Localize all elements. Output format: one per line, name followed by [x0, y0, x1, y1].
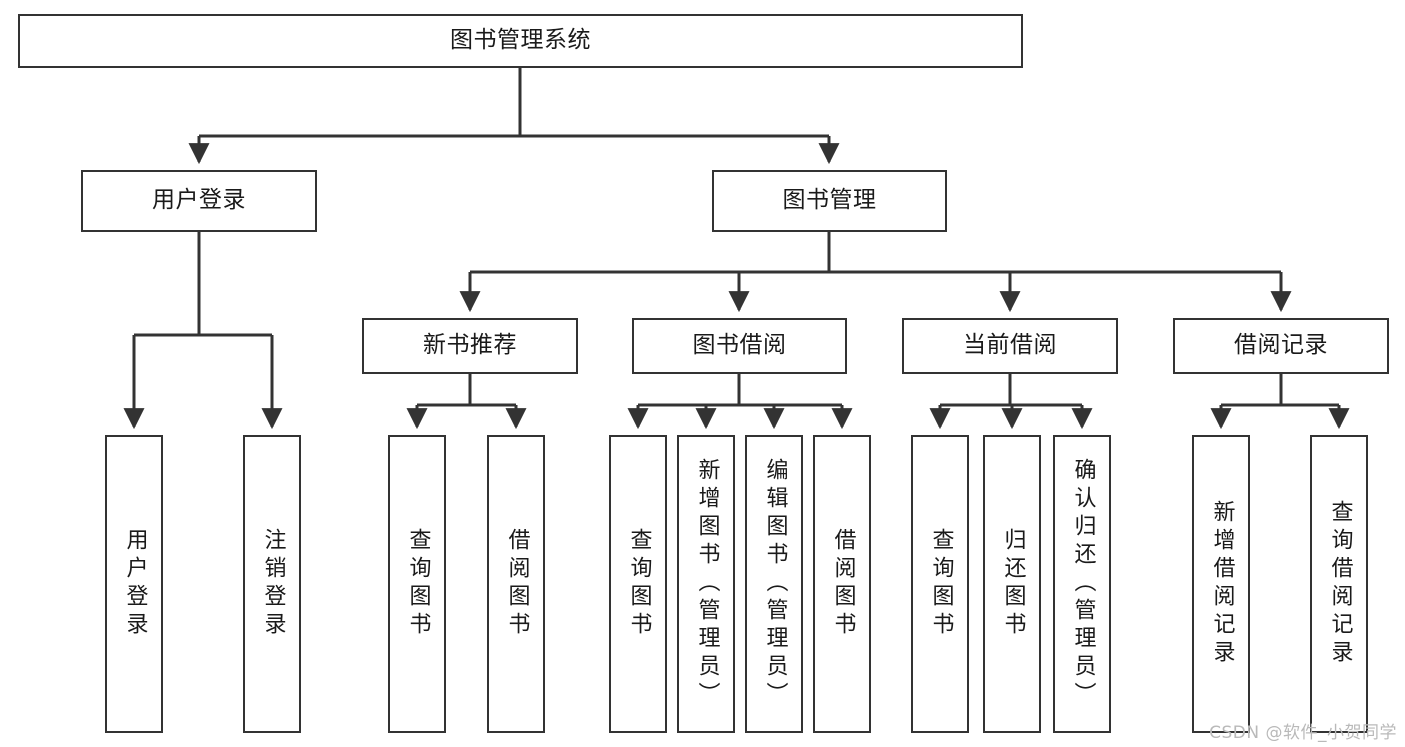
node-borrow-record[interactable]: 借阅记录	[1173, 318, 1389, 374]
node-root[interactable]: 图书管理系统	[18, 14, 1023, 68]
node-user-login-label: 用户登录	[152, 187, 246, 214]
node-current-borrow[interactable]: 当前借阅	[902, 318, 1118, 374]
node-leaf-edit-book[interactable]: 编辑图书（管理员）	[745, 435, 803, 733]
node-current-borrow-label: 当前借阅	[963, 332, 1057, 359]
node-leaf-query-record-label: 查询借阅记录	[1327, 500, 1353, 668]
edge-group-root	[188, 68, 840, 165]
node-leaf-borrow-book-2[interactable]: 借阅图书	[813, 435, 871, 733]
node-leaf-query-book-3-label: 查询图书	[928, 528, 954, 640]
node-leaf-query-book-1-label: 查询图书	[405, 528, 431, 640]
node-leaf-add-record-label: 新增借阅记录	[1209, 500, 1235, 668]
node-leaf-borrow-book-1[interactable]: 借阅图书	[487, 435, 545, 733]
node-book-borrow[interactable]: 图书借阅	[632, 318, 847, 374]
node-leaf-borrow-book-2-label: 借阅图书	[830, 528, 856, 640]
node-book-borrow-label: 图书借阅	[692, 332, 787, 359]
node-user-login[interactable]: 用户登录	[81, 170, 317, 232]
edge-group-borrow-record	[1210, 374, 1350, 430]
node-leaf-user-login-label: 用户登录	[122, 528, 148, 640]
edge-group-book-borrow	[627, 374, 853, 430]
node-leaf-query-book-3[interactable]: 查询图书	[911, 435, 969, 733]
node-leaf-query-book-1[interactable]: 查询图书	[388, 435, 446, 733]
node-leaf-logout[interactable]: 注销登录	[243, 435, 301, 733]
node-book-manage-label: 图书管理	[782, 187, 877, 214]
node-leaf-return-book[interactable]: 归还图书	[983, 435, 1041, 733]
node-leaf-confirm-return[interactable]: 确认归还（管理员）	[1053, 435, 1111, 733]
node-leaf-logout-label: 注销登录	[260, 528, 286, 640]
node-leaf-query-book-2[interactable]: 查询图书	[609, 435, 667, 733]
edge-group-new-book-recommend	[406, 374, 527, 430]
node-leaf-query-record[interactable]: 查询借阅记录	[1310, 435, 1368, 733]
node-new-book-recommend[interactable]: 新书推荐	[362, 318, 578, 374]
node-new-book-recommend-label: 新书推荐	[423, 332, 517, 359]
csdn-watermark: CSDN @软件_小贺同学	[1209, 723, 1397, 743]
node-leaf-borrow-book-1-label: 借阅图书	[504, 528, 530, 640]
node-book-manage[interactable]: 图书管理	[712, 170, 947, 232]
node-leaf-return-book-label: 归还图书	[1000, 528, 1026, 640]
node-borrow-record-label: 借阅记录	[1234, 332, 1328, 359]
node-leaf-confirm-return-label: 确认归还（管理员）	[1070, 458, 1096, 710]
node-leaf-add-book[interactable]: 新增图书（管理员）	[677, 435, 735, 733]
node-leaf-query-book-2-label: 查询图书	[626, 528, 652, 640]
node-leaf-add-book-label: 新增图书（管理员）	[694, 458, 720, 710]
node-root-label: 图书管理系统	[450, 27, 591, 54]
edge-group-user-login	[123, 232, 283, 430]
edge-group-current-borrow	[929, 374, 1093, 430]
node-leaf-edit-book-label: 编辑图书（管理员）	[762, 458, 788, 710]
node-leaf-add-record[interactable]: 新增借阅记录	[1192, 435, 1250, 733]
node-leaf-user-login[interactable]: 用户登录	[105, 435, 163, 733]
edge-group-book-manage	[459, 232, 1292, 313]
